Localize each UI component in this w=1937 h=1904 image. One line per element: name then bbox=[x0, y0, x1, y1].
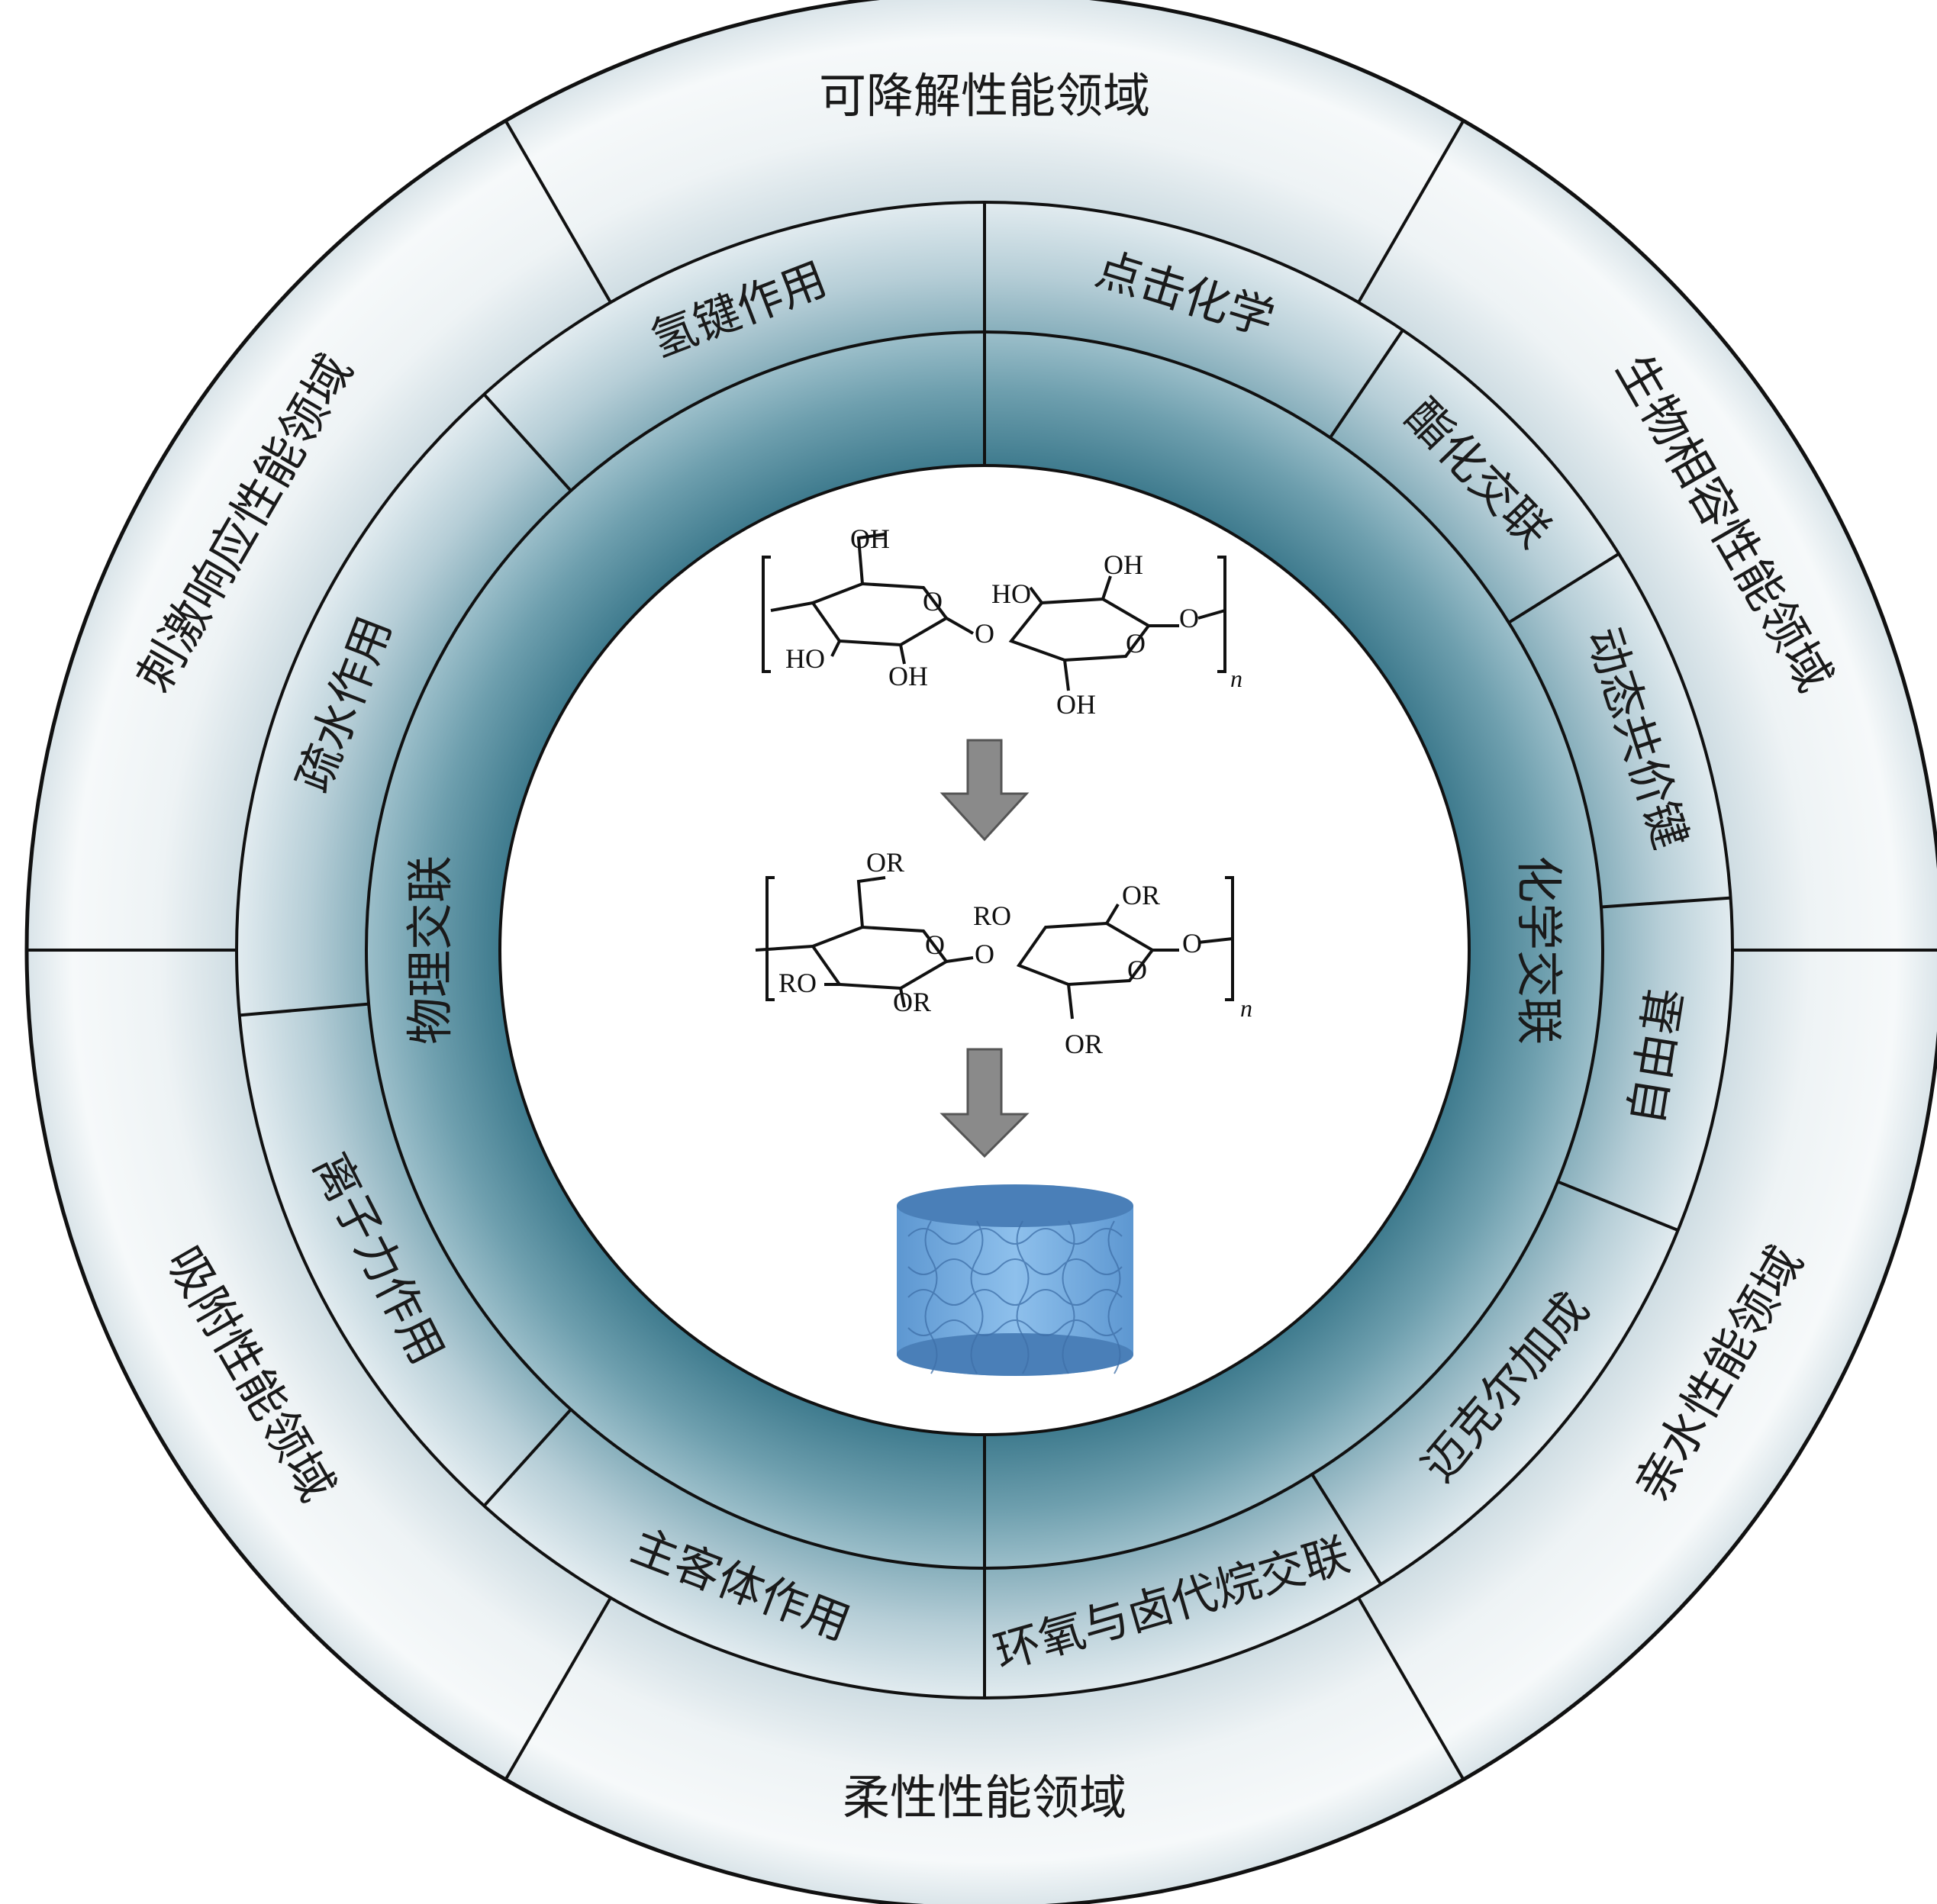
outer-ring-label: 可降解性能领域 bbox=[819, 68, 1150, 124]
atom-label: O bbox=[975, 618, 994, 649]
atom-label: HO bbox=[785, 643, 825, 674]
down-arrow-2 bbox=[939, 1048, 1030, 1158]
atom-label: HO bbox=[991, 578, 1031, 609]
divider-line bbox=[1507, 552, 1620, 624]
ring-dividers bbox=[27, 120, 1937, 1780]
outer-ring-label: 柔性性能领域 bbox=[843, 1770, 1126, 1825]
atom-label: OH bbox=[1056, 689, 1096, 720]
atom-label: O bbox=[1127, 955, 1147, 985]
divider-line bbox=[1329, 329, 1404, 439]
atom-label: OR bbox=[893, 987, 931, 1017]
divider-line bbox=[482, 393, 572, 492]
divider-line bbox=[1600, 896, 1731, 909]
cellulose-structure bbox=[762, 533, 1226, 691]
divider-line bbox=[1357, 120, 1465, 304]
atom-label: O bbox=[1182, 928, 1202, 958]
repeat-unit-n: n bbox=[1240, 994, 1252, 1022]
atom-label: O bbox=[1179, 603, 1199, 633]
divider-line bbox=[1557, 1180, 1679, 1232]
atom-label: O bbox=[925, 929, 945, 960]
atom-label: RO bbox=[973, 900, 1011, 931]
atom-label: OR bbox=[1122, 880, 1160, 910]
divider-line bbox=[504, 120, 612, 304]
divider-line bbox=[239, 1002, 369, 1017]
atom-label: O bbox=[975, 939, 994, 969]
inner-ring-label: 物理交联 bbox=[402, 855, 458, 1045]
atom-label: OH bbox=[850, 524, 890, 554]
atom-label: O bbox=[923, 586, 943, 617]
repeat-unit-n: n bbox=[1230, 665, 1242, 692]
atom-label: O bbox=[1126, 628, 1146, 659]
atom-label: RO bbox=[778, 968, 817, 998]
modified-structure bbox=[755, 876, 1234, 1020]
atom-label: OR bbox=[1065, 1029, 1103, 1059]
hydrogel-cylinder bbox=[897, 1184, 1133, 1376]
divider-line bbox=[1357, 1596, 1465, 1780]
divider-line bbox=[482, 1408, 572, 1507]
inner-ring-label: 化学交联 bbox=[1511, 855, 1567, 1045]
atom-label: OR bbox=[866, 847, 904, 878]
atom-label: OH bbox=[888, 661, 928, 691]
atom-label: OH bbox=[1104, 549, 1143, 580]
divider-line bbox=[1310, 1473, 1383, 1586]
down-arrow bbox=[939, 739, 1030, 842]
divider-line bbox=[504, 1596, 612, 1780]
polymer-network bbox=[907, 1220, 1123, 1374]
